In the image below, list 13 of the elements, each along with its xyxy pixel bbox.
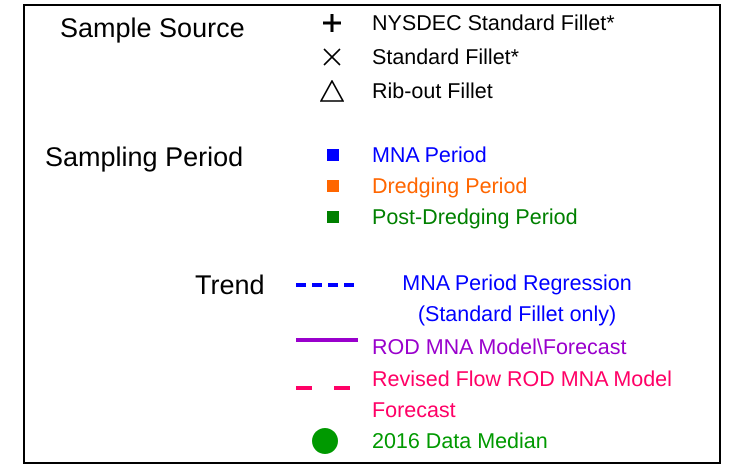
legend-text: MNA Period xyxy=(372,142,487,169)
legend-heading: Trend xyxy=(195,269,265,301)
legend-text: Standard Fillet* xyxy=(372,44,519,71)
legend-heading: Sample Source xyxy=(60,12,245,44)
legend-heading: Sampling Period xyxy=(45,141,244,173)
legend-text: Rib-out Fillet xyxy=(372,78,493,105)
legend-text: MNA Period Regression (Standard Fillet only) xyxy=(401,270,633,328)
legend-text: Revised Flow ROD MNA Model Forecast xyxy=(372,366,672,424)
legend-text: ROD MNA Model\Forecast xyxy=(372,334,626,361)
legend-text: NYSDEC Standard Fillet* xyxy=(372,10,615,37)
legend-text: 2016 Data Median xyxy=(372,428,548,455)
legend-text: Dredging Period xyxy=(372,173,528,200)
legend-text: Post-Dredging Period xyxy=(372,204,578,231)
